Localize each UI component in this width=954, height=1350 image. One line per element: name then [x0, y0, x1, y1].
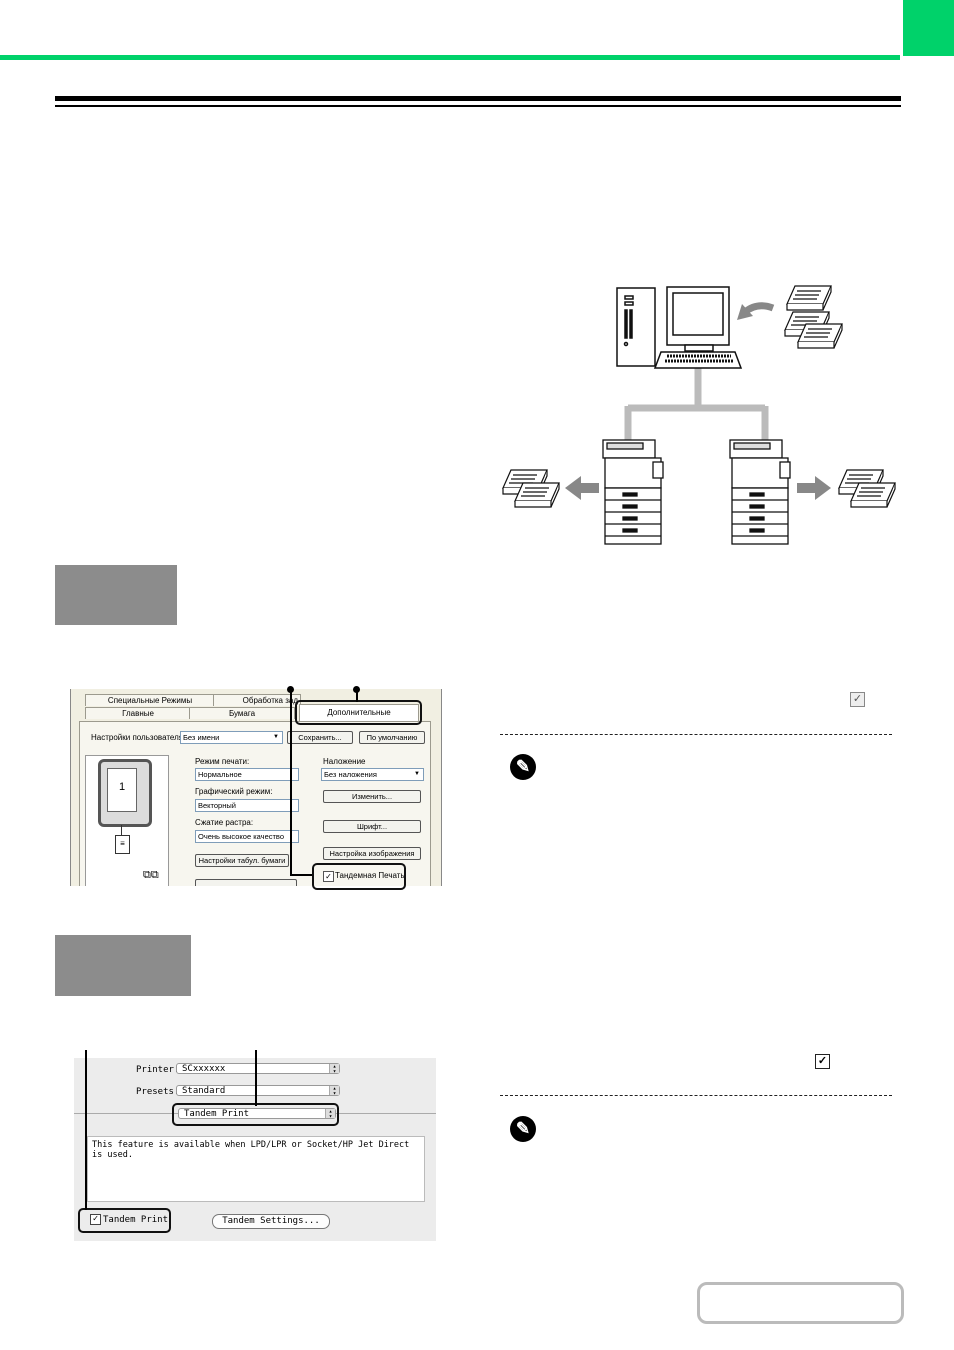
change-button[interactable]: Изменить...	[323, 790, 421, 803]
printer-icon	[602, 439, 791, 545]
panel-select[interactable]: Tandem Print ▴▾	[178, 1108, 336, 1120]
callout-line-3	[85, 1050, 87, 1210]
windows-driver-dialog: Специальные Режимы Обработка зад Главные…	[70, 689, 442, 886]
info-text-box: This feature is available when LPD/LPR o…	[87, 1136, 425, 1202]
network-line	[624, 368, 769, 440]
contents-button[interactable]	[697, 1282, 904, 1324]
callout-line-1	[290, 690, 292, 876]
overlay-value: Без наложения	[324, 770, 377, 779]
tandem-checkbox-label[interactable]: Тандемная Печать	[335, 871, 405, 880]
tandem-checkbox[interactable]: ✓	[323, 871, 334, 882]
image-settings-button[interactable]: Настройка изображения	[323, 847, 421, 860]
highlight-advanced-tab	[295, 700, 422, 725]
pencil-note-icon: ✎	[510, 1116, 536, 1142]
page-preview-icon: 1	[98, 759, 152, 827]
dropdown-arrow-icon: ▼	[414, 771, 420, 777]
callout-line-1-h	[290, 874, 312, 876]
updown-arrow-icon: ▴▾	[329, 1064, 339, 1075]
presets-label: Presets:	[136, 1087, 180, 1097]
tandem-print-checkbox[interactable]: ✓	[90, 1214, 101, 1225]
graphics-mode-label: Графический режим:	[195, 787, 273, 796]
preview-connector	[121, 825, 122, 835]
raster-compression-select[interactable]: Очень высокое качество	[195, 830, 299, 843]
note-divider	[500, 734, 892, 735]
updown-arrow-icon: ▴▾	[329, 1086, 339, 1097]
computer-icon	[616, 286, 743, 369]
panel-value: Tandem Print	[184, 1109, 250, 1119]
preview-page-number: 1	[107, 768, 137, 812]
dropdown-arrow-icon: ▼	[273, 734, 279, 740]
save-button[interactable]: Сохранить...	[287, 731, 353, 744]
tandem-diagram	[502, 285, 896, 545]
tab-advanced[interactable]: Дополнительные	[299, 704, 419, 721]
tandem-print-label[interactable]: Tandem Print	[103, 1215, 169, 1225]
step-box-windows	[55, 565, 177, 625]
raster-compression-label: Сжатие растра:	[195, 818, 254, 827]
step-box-mac	[55, 935, 191, 996]
tab-job-handling[interactable]: Обработка зад	[213, 694, 301, 706]
document-stack-icon	[502, 469, 896, 508]
arrow-icon	[737, 304, 753, 320]
tab-main[interactable]: Главные	[85, 707, 191, 719]
title-rule-thin	[55, 105, 901, 107]
tandem-settings-button[interactable]: Tandem Settings...	[212, 1214, 330, 1229]
print-mode-label: Режим печати:	[195, 757, 250, 766]
presets-select[interactable]: Standard ▴▾	[176, 1085, 340, 1097]
arrow-icon	[565, 476, 831, 500]
font-button[interactable]: Шрифт...	[323, 820, 421, 833]
user-settings-select[interactable]: Без имени ▼	[180, 731, 283, 744]
printer-select[interactable]: SCxxxxxx ▴▾	[176, 1063, 340, 1075]
pencil-note-icon: ✎	[510, 754, 536, 780]
highlight-tandem-checkbox	[312, 863, 406, 890]
presets-value: Standard	[182, 1086, 226, 1096]
user-settings-value: Без имени	[183, 733, 220, 742]
document-icon: ≡	[115, 835, 130, 854]
default-button[interactable]: По умолчанию	[359, 731, 425, 744]
overlay-select[interactable]: Без наложения ▼	[321, 768, 424, 781]
tab-paper-settings-button[interactable]: Настройки табул. бумаги	[195, 854, 289, 867]
highlight-panel-select	[172, 1103, 339, 1126]
overlay-label: Наложение	[323, 757, 366, 766]
header-bar	[0, 0, 900, 60]
tab-special-modes[interactable]: Специальные Режимы	[85, 694, 215, 706]
checked-checkbox-icon: ✓	[850, 692, 865, 707]
callout-line-2	[356, 690, 358, 702]
extra-button[interactable]	[195, 879, 297, 886]
title-rule-thick	[55, 96, 901, 101]
graphics-mode-select[interactable]: Векторный	[195, 799, 299, 812]
output-stack-icon: ⧉⧉	[143, 869, 159, 881]
header-accent-tab[interactable]	[903, 0, 954, 56]
print-mode-select[interactable]: Нормальное	[195, 768, 299, 781]
note-divider	[500, 1095, 892, 1096]
document-stack-icon	[784, 285, 843, 349]
callout-dot-1	[287, 686, 294, 693]
checked-checkbox-icon: ✓	[815, 1054, 830, 1069]
callout-dot-2	[353, 686, 360, 693]
arrow-icon	[742, 302, 775, 315]
printer-value: SCxxxxxx	[182, 1064, 226, 1074]
printer-label: Printer:	[136, 1065, 180, 1075]
user-settings-label: Настройки пользователя	[91, 733, 184, 742]
updown-arrow-icon: ▴▾	[325, 1109, 335, 1120]
tab-paper[interactable]: Бумага	[189, 707, 295, 719]
highlight-tandem-print	[78, 1208, 171, 1233]
callout-line-4	[255, 1050, 257, 1106]
